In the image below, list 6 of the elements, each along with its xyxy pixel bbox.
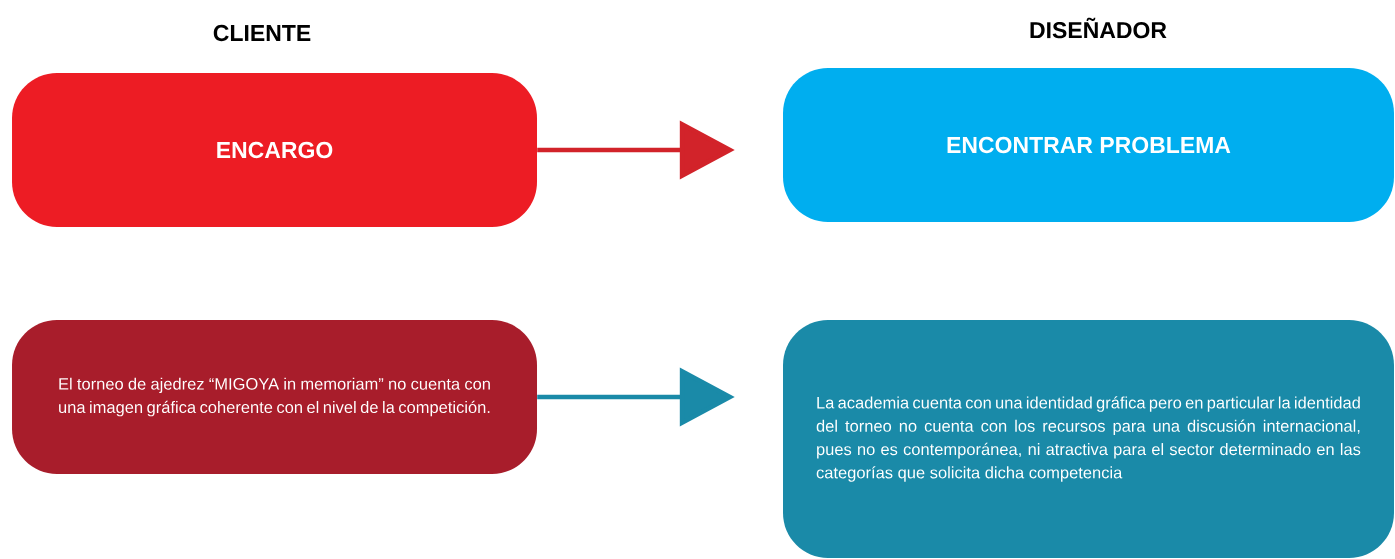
column-heading: DISEÑADOR <box>1030 17 1167 39</box>
title-box: ENCARGO <box>12 73 537 227</box>
text-box: La academia cuenta con una identidad gráfica pero en particular la identidad del torneo no cuenta con los recursos para una discusión internacional, pues no es contemporánea, ni atractiva para el sector determinado en las categorías que solicita dicha competencia <box>783 320 1394 558</box>
column-heading: CLIENTE <box>213 24 311 42</box>
title-box: ENCONTRAR PROBLEMA <box>783 68 1394 222</box>
text-box: El torneo de ajedrez “MIGOYA in memoriam” no cuenta con una imagen gráfica coherente con el nivel de la competición. <box>12 320 537 474</box>
